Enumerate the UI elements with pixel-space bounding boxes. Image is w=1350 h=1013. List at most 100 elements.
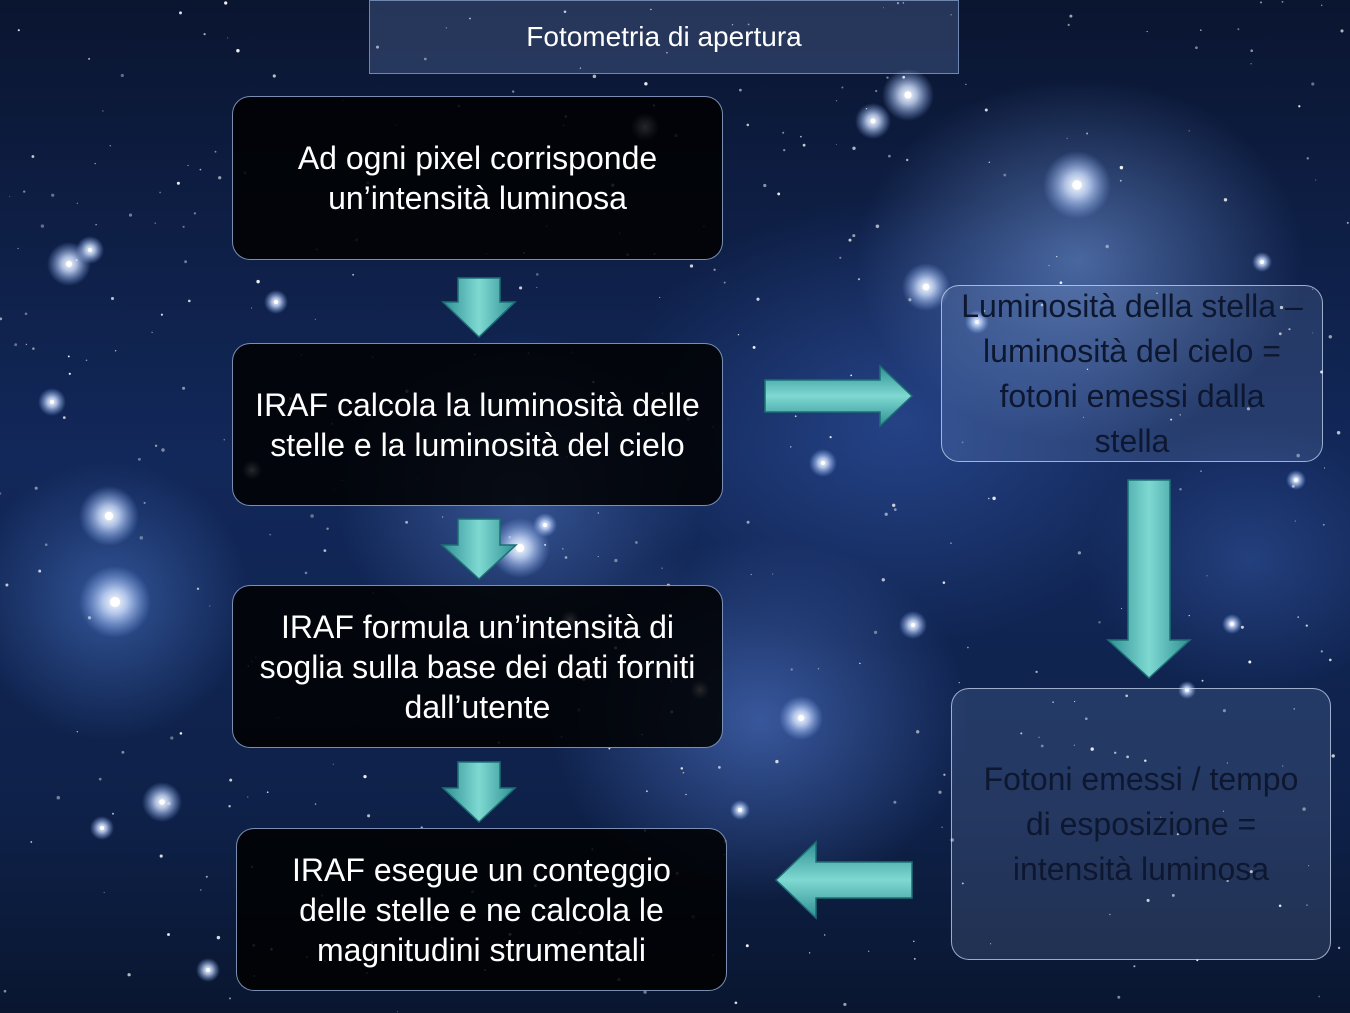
- step-box-star-count: IRAF esegue un conteggio delle stelle e …: [236, 828, 727, 991]
- star: [857, 278, 861, 281]
- star: [137, 457, 141, 461]
- star: [882, 7, 885, 9]
- star: [737, 334, 740, 336]
- star: [216, 935, 221, 940]
- star: [1226, 762, 1229, 764]
- star: [44, 543, 48, 546]
- star: [31, 155, 35, 158]
- star: [942, 581, 946, 584]
- star: [159, 191, 162, 194]
- slide-title: Fotometria di apertura: [369, 0, 959, 74]
- star: [187, 164, 189, 167]
- star: [1082, 416, 1085, 419]
- step-box-star-sky-luminosity-text: IRAF calcola la luminosità delle stelle …: [255, 386, 700, 463]
- star: [76, 731, 78, 733]
- star: [750, 573, 752, 576]
- bright-star-core: [100, 826, 104, 830]
- bright-star-core: [870, 118, 876, 124]
- star: [109, 145, 111, 147]
- star: [376, 45, 379, 49]
- star: [1312, 332, 1314, 334]
- star: [1160, 816, 1162, 818]
- star: [1321, 4, 1323, 6]
- star: [1311, 82, 1315, 86]
- bright-star-core: [515, 543, 525, 553]
- star: [51, 193, 55, 197]
- star: [1119, 179, 1122, 182]
- star: [794, 415, 797, 418]
- star: [98, 777, 102, 781]
- star: [1019, 347, 1022, 351]
- star: [983, 309, 986, 312]
- star: [56, 795, 61, 800]
- star: [1315, 179, 1317, 181]
- star: [1040, 744, 1044, 748]
- star: [1250, 63, 1252, 65]
- star: [682, 771, 685, 774]
- star: [227, 37, 229, 39]
- star: [852, 146, 856, 150]
- star: [1198, 348, 1201, 350]
- bright-star-core: [975, 320, 979, 324]
- star: [304, 571, 308, 575]
- star: [643, 990, 647, 994]
- star: [564, 556, 568, 559]
- star: [154, 444, 158, 447]
- star: [902, 2, 905, 4]
- star: [1296, 453, 1300, 458]
- star: [94, 162, 96, 165]
- star: [1188, 614, 1190, 617]
- star: [5, 583, 9, 587]
- star: [223, 438, 226, 441]
- star: [218, 176, 222, 180]
- bright-star-core: [1230, 622, 1234, 626]
- bright-star-core: [206, 968, 210, 972]
- star: [1066, 137, 1068, 140]
- arrow-right-icon: [764, 364, 914, 428]
- star: [875, 89, 878, 93]
- star: [666, 51, 668, 54]
- star: [512, 90, 515, 93]
- star: [1199, 29, 1202, 32]
- star: [1323, 467, 1326, 469]
- star: [782, 131, 785, 134]
- star: [1176, 833, 1179, 836]
- star: [961, 441, 964, 444]
- star: [685, 793, 687, 796]
- star: [1188, 130, 1190, 132]
- star: [1278, 904, 1282, 908]
- result-box-photons-emitted: Luminosità della stella – luminosità del…: [941, 285, 1323, 462]
- star: [1121, 608, 1123, 610]
- star: [1040, 303, 1044, 307]
- star: [839, 256, 842, 259]
- star: [1322, 523, 1325, 526]
- star: [1073, 744, 1075, 746]
- star: [1084, 717, 1088, 721]
- star: [650, 8, 652, 11]
- star: [1318, 995, 1320, 998]
- star: [128, 213, 133, 217]
- star: [1038, 736, 1040, 739]
- star: [352, 273, 354, 276]
- star: [829, 436, 832, 439]
- star: [1105, 244, 1109, 249]
- bright-star-core: [65, 260, 73, 268]
- star: [367, 814, 371, 818]
- star: [597, 512, 599, 514]
- bright-star-core: [159, 799, 165, 805]
- star: [25, 343, 28, 346]
- star: [161, 448, 165, 452]
- star: [950, 542, 952, 544]
- star: [875, 224, 880, 229]
- star: [1125, 694, 1129, 698]
- star: [88, 57, 91, 60]
- star: [563, 10, 567, 13]
- star: [1222, 709, 1226, 713]
- star: [894, 508, 897, 511]
- arrow-down-right-column-icon: [1106, 479, 1192, 680]
- arrow-left-icon: [774, 840, 913, 920]
- star: [1305, 624, 1308, 627]
- star: [689, 264, 694, 268]
- star: [170, 736, 174, 740]
- star: [182, 225, 185, 228]
